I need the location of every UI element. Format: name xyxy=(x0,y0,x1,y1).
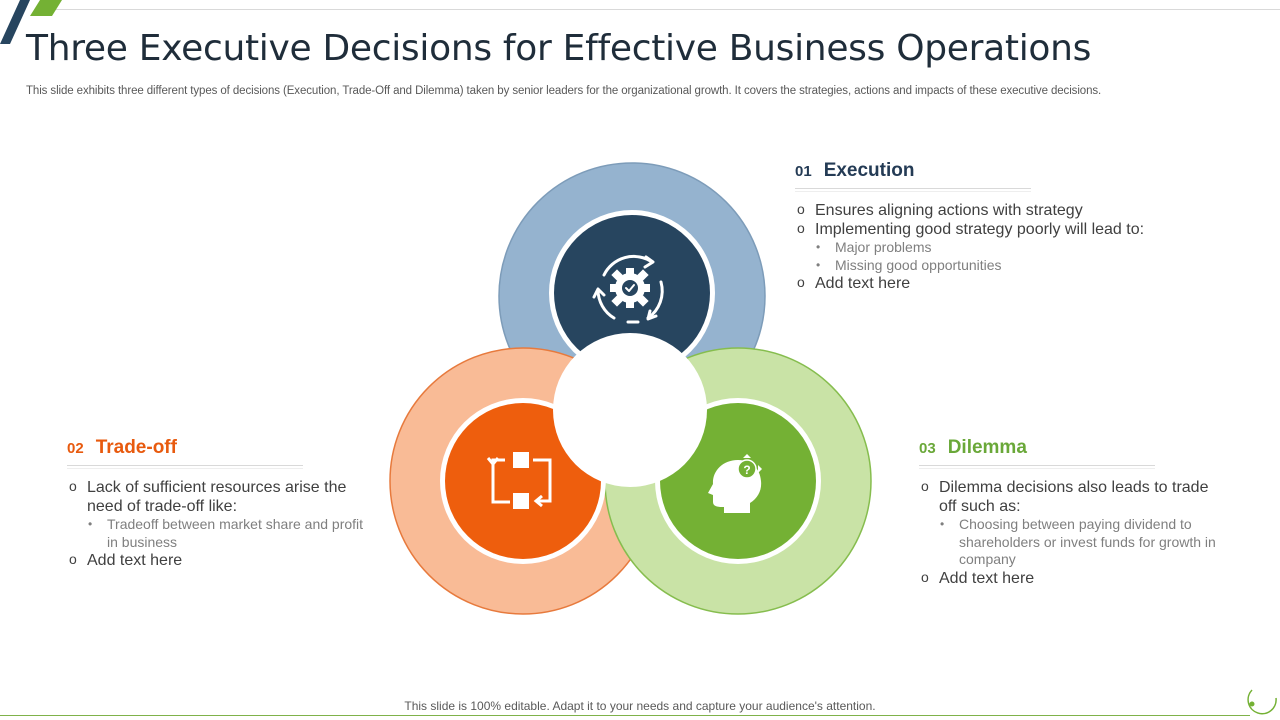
dilemma-title: Dilemma xyxy=(947,437,1027,458)
page-title: Three Executive Decisions for Effective … xyxy=(26,28,1092,69)
dilemma-section: 03 Dilemma Dilemma decisions also leads … xyxy=(919,437,1219,588)
tradeoff-header: 02 Trade-off xyxy=(67,437,303,469)
footer-note: This slide is 100% editable. Adapt it to… xyxy=(404,699,876,713)
svg-text:?: ? xyxy=(743,463,750,477)
tradeoff-list: Lack of sufficient resources arise the n… xyxy=(67,477,367,570)
execution-section: 01 Execution Ensures aligning actions wi… xyxy=(795,160,1155,293)
corner-swirl-decoration xyxy=(1247,689,1277,715)
corner-stripes-decoration xyxy=(0,0,62,44)
dilemma-header: 03 Dilemma xyxy=(919,437,1155,469)
list-subitem: Choosing between paying dividend to shar… xyxy=(919,516,1219,569)
list-item: Ensures aligning actions with strategy xyxy=(795,200,1155,220)
exchange-arrows-icon xyxy=(486,452,552,509)
execution-number: 01 xyxy=(795,163,812,180)
decision-circles-diagram: ? xyxy=(389,162,872,615)
tradeoff-section: 02 Trade-off Lack of sufficient resource… xyxy=(67,437,367,570)
top-rule xyxy=(40,9,1280,10)
list-item: Add text here xyxy=(67,550,367,570)
page-subtitle: This slide exhibits three different type… xyxy=(26,85,1102,97)
execution-header: 01 Execution xyxy=(795,160,1031,192)
list-subitem: Tradeoff between market share and profit… xyxy=(67,516,367,551)
dilemma-list: Dilemma decisions also leads to trade of… xyxy=(919,477,1219,588)
execution-list: Ensures aligning actions with strategy I… xyxy=(795,200,1155,293)
gear-cycle-icon xyxy=(592,254,664,324)
dilemma-number: 03 xyxy=(919,440,936,457)
center-circle xyxy=(553,333,707,487)
list-subitem: Missing good opportunities xyxy=(795,257,1155,275)
list-item: Implementing good strategy poorly will l… xyxy=(795,219,1155,239)
tradeoff-title: Trade-off xyxy=(95,437,177,458)
tradeoff-number: 02 xyxy=(67,440,84,457)
list-subitem: Major problems xyxy=(795,239,1155,257)
list-item: Lack of sufficient resources arise the n… xyxy=(67,477,367,516)
list-item: Add text here xyxy=(919,568,1219,588)
execution-title: Execution xyxy=(823,160,915,181)
bottom-rule xyxy=(0,715,1250,716)
list-item: Add text here xyxy=(795,273,1155,293)
list-item: Dilemma decisions also leads to trade of… xyxy=(919,477,1219,516)
